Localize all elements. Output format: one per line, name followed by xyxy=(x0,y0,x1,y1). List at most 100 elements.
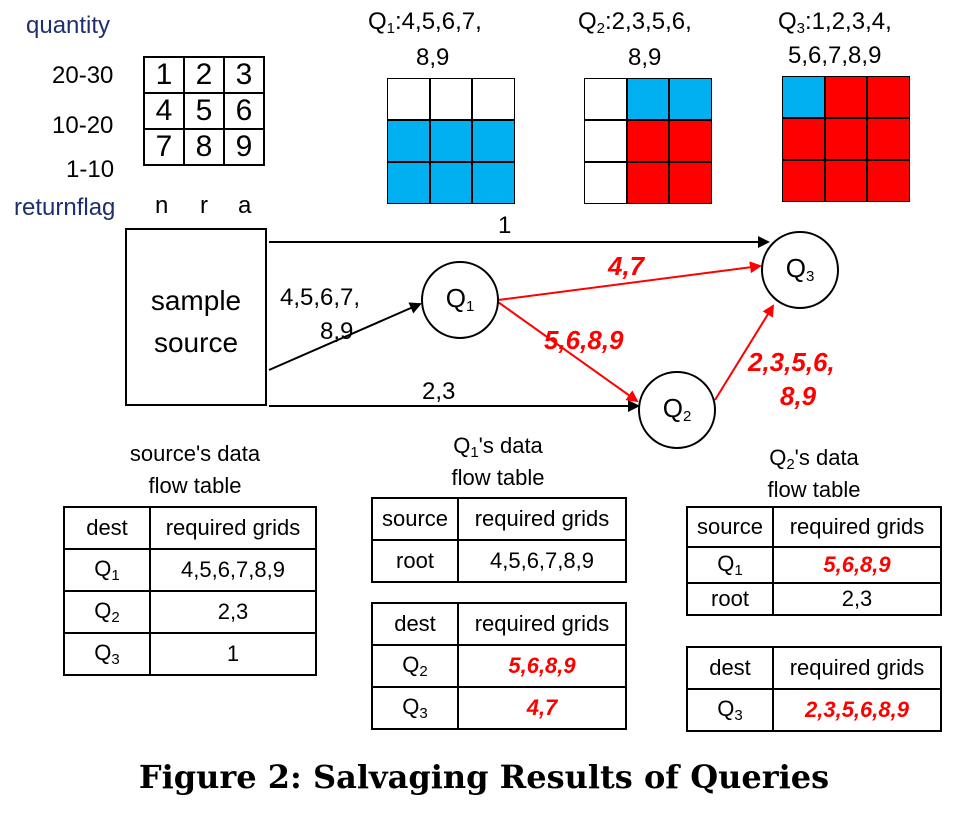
source-table-title-line1: source's data xyxy=(129,441,261,466)
q3-coverage-grid xyxy=(782,76,910,202)
table-row: Q2 5,6,8,9 xyxy=(371,644,627,688)
row-label-10-20: 10-20 xyxy=(52,112,114,139)
coverage-cell xyxy=(782,118,825,160)
grid-cell-5: 5 xyxy=(183,92,225,130)
edge-q2-q3 xyxy=(714,304,775,401)
table-cell: 2,3 xyxy=(149,590,317,634)
q2-grid-label-line2: 8,9 xyxy=(628,44,662,71)
edge-label-q1-q3: 4,7 xyxy=(608,251,645,281)
q1-table-title-line2: flow table xyxy=(451,465,545,490)
source-data-flow-table: dest required grids Q1 4,5,6,7,8,9 Q2 2,… xyxy=(63,506,317,676)
table-cell: 5,6,8,9 xyxy=(772,546,942,584)
sample-source-node xyxy=(125,228,267,406)
coverage-cell xyxy=(669,120,712,162)
node-q2-label: Q2 xyxy=(662,393,692,425)
coverage-cell xyxy=(387,78,430,120)
quantity-axis-label: quantity xyxy=(26,12,111,39)
table-header: required grids xyxy=(149,506,317,550)
q1-grid-label-line2: 8,9 xyxy=(416,44,450,71)
grid-cell-9: 9 xyxy=(223,128,265,166)
coverage-cell xyxy=(584,162,627,204)
q1-coverage-grid xyxy=(387,78,515,204)
q2-coverage-grid xyxy=(584,78,712,204)
table-cell: Q2 xyxy=(63,590,151,634)
source-table-title-line2: flow table xyxy=(148,473,242,498)
coverage-cell xyxy=(824,118,868,160)
coverage-cell xyxy=(626,162,670,204)
grid-cell-7: 7 xyxy=(143,128,185,166)
coverage-cell xyxy=(867,118,910,160)
table-header: required grids xyxy=(457,602,627,646)
table-header: dest xyxy=(63,506,151,550)
node-q3-circle xyxy=(761,231,839,309)
col-label-n: n xyxy=(155,192,169,219)
coverage-cell xyxy=(669,78,712,120)
table-cell: 5,6,8,9 xyxy=(457,644,627,688)
table-row: Q2 2,3 xyxy=(63,590,317,634)
coverage-cell xyxy=(387,120,430,162)
coverage-cell xyxy=(472,120,515,162)
table-header: required grids xyxy=(772,506,942,548)
table-cell: 2,3,5,6,8,9 xyxy=(772,688,942,732)
table-cell: Q1 xyxy=(686,546,774,584)
coverage-cell xyxy=(584,120,627,162)
edge-label-q2-q3-line2: 8,9 xyxy=(780,381,817,411)
table-header: dest xyxy=(686,646,774,690)
coverage-cell xyxy=(472,162,515,204)
table-row: Q3 2,3,5,6,8,9 xyxy=(686,688,942,732)
grid-cell-1: 1 xyxy=(143,56,185,94)
table-row: root 4,5,6,7,8,9 xyxy=(371,539,627,583)
grid-number-legend: 1 2 3 4 5 6 7 8 9 xyxy=(143,56,265,166)
sample-source-label-line1: sample xyxy=(150,285,242,316)
grid-cell-2: 2 xyxy=(183,56,225,94)
coverage-cell xyxy=(584,78,627,120)
edge-label-q2-q3-line1: 2,3,5,6, xyxy=(748,347,835,377)
grid-cell-6: 6 xyxy=(223,92,265,130)
table-cell: Q1 xyxy=(63,548,151,592)
q2-inbound-table: source required grids Q1 5,6,8,9 root 2,… xyxy=(686,506,942,616)
grid-cell-3: 3 xyxy=(223,56,265,94)
grid-cell-8: 8 xyxy=(183,128,225,166)
col-label-r: r xyxy=(200,192,208,219)
edge-q1-q2 xyxy=(497,301,639,403)
node-q3-label: Q3 xyxy=(785,253,815,285)
col-label-a: a xyxy=(238,192,252,219)
coverage-cell xyxy=(824,76,868,118)
edge-label-source-q3: 1 xyxy=(498,212,512,239)
q2-table-title-line2: flow table xyxy=(767,477,861,502)
edge-label-source-q1-line1: 4,5,6,7, xyxy=(280,284,361,311)
q2-table-title-line1: Q2's data xyxy=(769,445,859,473)
q2-outbound-table: dest required grids Q3 2,3,5,6,8,9 xyxy=(686,646,942,732)
coverage-cell xyxy=(429,78,473,120)
table-cell: Q3 xyxy=(686,688,774,732)
edge-label-source-q2: 2,3 xyxy=(422,378,456,405)
figure-caption: Figure 2: Salvaging Results of Queries xyxy=(138,758,830,796)
table-cell: root xyxy=(371,539,459,583)
table-cell: 4,5,6,7,8,9 xyxy=(457,539,627,583)
q3-grid-label: Q3:1,2,3,4, xyxy=(778,8,892,37)
q2-grid-label: Q2:2,3,5,6, xyxy=(578,8,692,37)
table-header: required grids xyxy=(457,497,627,541)
table-header: dest xyxy=(371,602,459,646)
table-cell: root xyxy=(686,582,774,616)
row-label-20-30: 20-30 xyxy=(52,62,114,89)
table-cell: 4,7 xyxy=(457,686,627,730)
row-label-1-10: 1-10 xyxy=(66,156,115,183)
coverage-cell xyxy=(626,120,670,162)
returnflag-axis-label: returnflag xyxy=(14,194,116,221)
q1-inbound-table: source required grids root 4,5,6,7,8,9 xyxy=(371,497,627,583)
coverage-cell xyxy=(867,160,910,202)
coverage-cell xyxy=(782,160,825,202)
edge-label-q1-q2: 5,6,8,9 xyxy=(544,325,624,355)
table-row: Q1 4,5,6,7,8,9 xyxy=(63,548,317,592)
q1-grid-label: Q1:4,5,6,7, xyxy=(368,8,482,37)
table-cell: 4,5,6,7,8,9 xyxy=(149,548,317,592)
coverage-cell xyxy=(472,78,515,120)
coverage-cell xyxy=(626,78,670,120)
table-header: source xyxy=(686,506,774,548)
coverage-cell xyxy=(782,76,825,118)
table-row: Q3 1 xyxy=(63,632,317,676)
table-row: Q3 4,7 xyxy=(371,686,627,730)
grid-cell-4: 4 xyxy=(143,92,185,130)
